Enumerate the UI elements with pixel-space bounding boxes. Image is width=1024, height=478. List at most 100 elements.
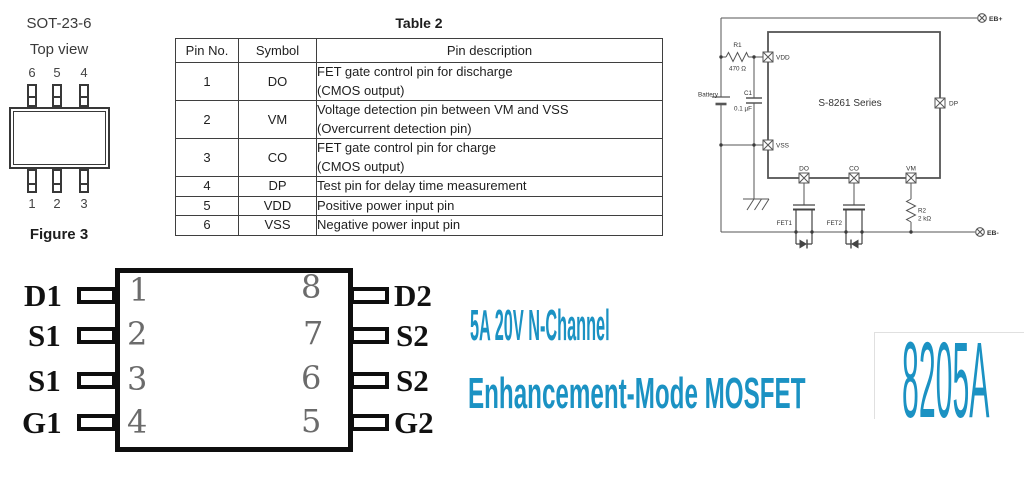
so8-pin-3 [77, 372, 116, 389]
sot23-bottom-pin [79, 169, 89, 193]
sot23-bottom-pin [27, 169, 37, 193]
sot23-package-name: SOT-23-6 [26, 15, 92, 32]
so8-pin-8 [350, 287, 389, 304]
symbol-cell: DO [238, 62, 317, 101]
description-line1: Voltage detection pin between VM and VSS [317, 102, 569, 117]
product-headline-line1: 5A 20V N-Channel [470, 301, 610, 350]
pin-label-vm: VM [906, 166, 916, 173]
table-row: 5 VDD Positive power input pin [175, 195, 663, 216]
description-line1: FET gate control pin for charge [317, 140, 496, 155]
symbol-cell: VDD [238, 195, 317, 216]
image-seam [874, 332, 1024, 419]
so8-pin-number: 1 [129, 271, 150, 309]
sot23-pin-number: 1 [28, 196, 36, 211]
so8-pin-4 [77, 414, 116, 431]
description-line1: Negative power input pin [317, 217, 461, 232]
sot23-pin-number: 5 [53, 65, 61, 80]
sot23-pin-number: 4 [80, 65, 88, 80]
sot23-pin-number: 3 [80, 196, 88, 211]
r1-name: R1 [733, 42, 742, 49]
pin-cell: 2 [175, 100, 239, 139]
fet2-label: FET2 [827, 220, 843, 227]
part-number: 8205A [902, 319, 990, 440]
pin-cell: 4 [175, 176, 239, 197]
description-line1: FET gate control pin for discharge [317, 64, 513, 79]
description-cell: Voltage detection pin between VM and VSS… [316, 100, 663, 139]
so8-pin-label: S1 [28, 318, 61, 353]
sot23-pin-number: 6 [28, 65, 36, 80]
pin-label-dp: DP [949, 101, 958, 108]
description-cell: Positive power input pin [316, 195, 663, 216]
so8-pin-number: 4 [127, 403, 148, 441]
so8-pin-label: G2 [394, 405, 434, 440]
description-cell: Negative power input pin [316, 215, 663, 236]
so8-pin-number: 3 [127, 360, 148, 398]
product-headline-line2: Enhancement-Mode MOSFET [468, 369, 806, 418]
table-header-row: Pin No. Symbol Pin description [175, 38, 663, 63]
sot23-top-pin [52, 84, 62, 107]
junction-dots [719, 55, 913, 234]
so8-pin-7 [350, 327, 389, 344]
c1-value: 0.1 µF [734, 106, 752, 113]
figure3-caption: Figure 3 [29, 226, 89, 243]
symbol-cell: VM [238, 100, 317, 139]
terminal-label-ebplus: EB+ [989, 16, 1002, 23]
ic-label: S-8261 Series [818, 98, 881, 109]
so8-pin-number: 5 [301, 402, 322, 440]
pin-label-vdd: VDD [776, 55, 790, 62]
description-cell: FET gate control pin for charge (CMOS ou… [316, 138, 663, 177]
so8-pin-number: 2 [127, 315, 148, 353]
so8-body [115, 268, 353, 452]
so8-pin-label: S1 [28, 363, 61, 398]
so8-pin-label: S2 [396, 318, 429, 353]
symbol-cell: CO [238, 138, 317, 177]
so8-pin-2 [77, 327, 116, 344]
so8-pin-label: D2 [394, 278, 432, 313]
c1-name: C1 [744, 90, 753, 97]
pin-cell: 1 [175, 62, 239, 101]
fet2-symbol [843, 204, 865, 249]
so8-pin-label: G1 [22, 405, 62, 440]
so8-pin-6 [350, 372, 389, 389]
pin-cell: 6 [175, 215, 239, 236]
fet1-symbol [793, 204, 815, 249]
sot23-top-pin [27, 84, 37, 107]
so8-pin-5 [350, 414, 389, 431]
so8-pin-number: 6 [301, 359, 322, 397]
description-line1: Test pin for delay time measurement [317, 178, 527, 193]
battery-label: Battery [698, 92, 719, 99]
sot23-body [9, 107, 110, 169]
table-row: 4 DP Test pin for delay time measurement [175, 176, 663, 197]
symbol-cell: DP [238, 176, 317, 197]
pin-label-vss: VSS [776, 143, 790, 150]
ic-pin-boxes [762, 51, 946, 184]
description-line2: (Overcurrent detection pin) [317, 120, 472, 136]
table2-title: Table 2 [395, 15, 443, 31]
description-line2: (CMOS output) [317, 82, 405, 98]
so8-pin-number: 8 [301, 268, 322, 306]
application-circuit-schematic: S-8261 Series R1 470 Ω Battery C1 0.1 µF… [698, 13, 1002, 249]
so8-pin-label: S2 [396, 363, 429, 398]
description-cell: FET gate control pin for discharge (CMOS… [316, 62, 663, 101]
pin-cell: 3 [175, 138, 239, 177]
r1-value: 470 Ω [729, 66, 746, 73]
r2-name: R2 [918, 208, 927, 215]
fet1-label: FET1 [777, 220, 793, 227]
col-header-symbol: Symbol [238, 38, 317, 63]
table-row: 6 VSS Negative power input pin [175, 215, 663, 236]
table-row: 1 DO FET gate control pin for discharge … [175, 62, 663, 101]
sot23-top-pin [79, 84, 89, 107]
col-header-description: Pin description [316, 38, 663, 63]
terminal-label-ebminus: EB- [987, 230, 999, 237]
col-header-pin-no: Pin No. [175, 38, 239, 63]
symbol-cell: VSS [238, 215, 317, 236]
terminal-symbols [975, 13, 987, 237]
table-row: 2 VM Voltage detection pin between VM an… [175, 100, 663, 139]
so8-pin-label: D1 [24, 278, 62, 313]
description-line2: (CMOS output) [317, 158, 405, 174]
so8-pin-1 [77, 287, 116, 304]
sot23-bottom-pin [52, 169, 62, 193]
description-cell: Test pin for delay time measurement [316, 176, 663, 197]
description-line1: Positive power input pin [317, 197, 455, 213]
